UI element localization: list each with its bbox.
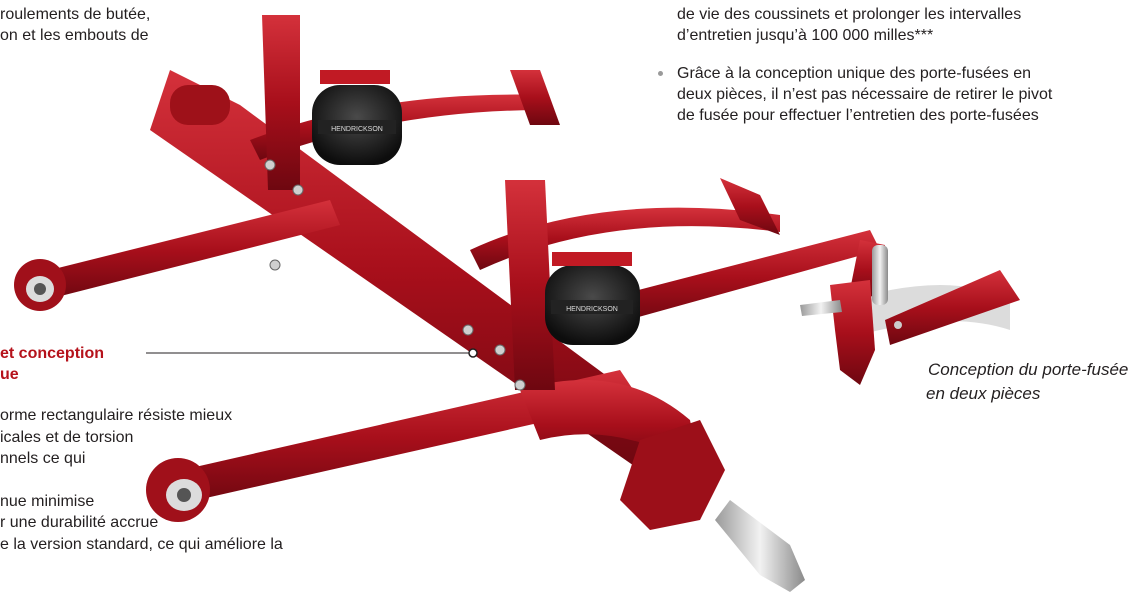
caption-line: en deux pièces <box>926 384 1041 403</box>
bullet-text: Grâce à la conception unique des porte-f… <box>677 63 1052 126</box>
body-line: icales et de torsion <box>0 428 134 446</box>
bullet-line: Grâce à la conception unique des porte-f… <box>677 65 1032 82</box>
svg-text:HENDRICKSON: HENDRICKSON <box>331 126 383 133</box>
top-left-text: roulements de butée, on et les embouts d… <box>0 4 150 46</box>
section-heading-line: et conception <box>0 345 105 362</box>
top-left-line: roulements de butée, <box>0 6 151 23</box>
callout-dot <box>468 348 478 358</box>
body-line: e la version standard, ce qui améliore l… <box>0 535 283 553</box>
bullet-line: deux pièces, il n’est pas nécessaire de … <box>677 86 1053 103</box>
wheel-hub <box>620 420 725 530</box>
leaf-spring-top <box>250 94 545 160</box>
bullet-icon <box>658 71 663 76</box>
spindle <box>715 500 805 592</box>
top-right-line: de vie des coussinets et prolonger les i… <box>677 6 1022 23</box>
swing-arm <box>520 380 700 470</box>
section-heading: et conception ue <box>0 343 104 385</box>
body-line: nnels ce qui <box>0 450 86 467</box>
svg-text:HENDRICKSON: HENDRICKSON <box>566 306 618 313</box>
caption-line: Conception du porte-fusée <box>928 360 1129 379</box>
top-right-text: de vie des coussinets et prolonger les i… <box>677 4 1021 46</box>
bushing-upper-left <box>14 259 66 311</box>
lower-cross-arm <box>160 370 640 505</box>
upper-cross-arm <box>30 200 340 300</box>
body-line: r une durabilité accrue <box>0 514 159 531</box>
leaf-spring-right <box>470 207 780 270</box>
top-left-line: on et les embouts de <box>0 27 149 44</box>
bushing-lower-left <box>146 458 210 522</box>
body-line: nue minimise <box>0 492 95 510</box>
top-right-line: d’entretien jusqu’à 100 000 milles*** <box>677 27 934 44</box>
knuckle-inset <box>800 240 1020 385</box>
left-body-text: orme rectangulaire résiste mieux icales … <box>0 405 283 555</box>
rear-bar <box>600 230 880 325</box>
tower-right <box>505 180 555 390</box>
section-heading-line: ue <box>0 366 19 383</box>
bullet-line: de fusée pour effectuer l’entretien des … <box>677 107 1039 124</box>
tower-left <box>262 15 300 190</box>
inset-caption: Conception du porte-fusée en deux pièces <box>926 358 1129 406</box>
body-line: orme rectangulaire résiste mieux <box>0 407 233 424</box>
